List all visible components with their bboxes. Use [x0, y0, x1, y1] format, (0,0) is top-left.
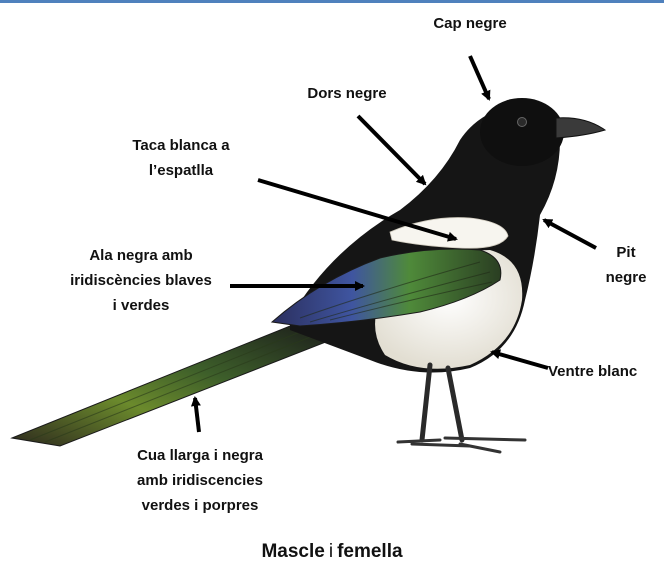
wing	[270, 248, 502, 327]
arrow-taca	[257, 178, 458, 242]
label-pit-line2: negre	[605, 269, 647, 286]
label-cap-negre: Cap negre	[410, 11, 530, 36]
label-ventre-blanc: Ventre blanc	[548, 359, 664, 384]
label-pit-negre: Pit negre	[596, 240, 656, 290]
caption-part1: Mascle	[261, 541, 325, 562]
label-ala-line3: i verdes	[112, 297, 170, 314]
label-cua-line2: amb iridiscencies	[137, 472, 263, 489]
head	[480, 98, 564, 166]
caption-conj: i	[328, 541, 334, 562]
label-cua-llarga: Cua llarga i negra amb iridiscencies ver…	[110, 443, 290, 518]
arrow-ventre	[490, 349, 549, 370]
label-cua-line1: Cua llarga i negra	[137, 447, 263, 464]
feet	[396, 436, 527, 454]
label-ventre-text: Ventre blanc	[548, 363, 638, 380]
label-ala-line1: Ala negra amb	[89, 247, 193, 264]
tail-feather-lines	[29, 327, 319, 443]
label-cap-text: Cap negre	[433, 15, 507, 32]
label-dors-negre: Dors negre	[282, 81, 412, 106]
beak	[555, 117, 607, 139]
arrow-cap	[468, 55, 491, 101]
label-ala-line2: iridiscències blaves	[70, 272, 212, 289]
arrow-cua	[190, 396, 201, 433]
arrow-pit	[542, 218, 597, 250]
wing-feather-lines	[299, 261, 493, 323]
label-pit-line1: Pit	[616, 244, 636, 261]
eye	[517, 117, 527, 127]
caption-part2: femella	[337, 541, 403, 562]
label-taca-line2: l’espatlla	[148, 162, 214, 179]
label-ala-negra: Ala negra amb iridiscències blaves i ver…	[46, 243, 236, 318]
label-dors-text: Dors negre	[307, 85, 387, 102]
label-taca-line1: Taca blanca a	[132, 137, 230, 154]
label-taca-blanca: Taca blanca a l’espatlla	[96, 133, 266, 183]
arrow-dors	[356, 114, 427, 186]
legs	[419, 362, 465, 443]
top-accent-bar	[0, 0, 664, 3]
label-cua-line3: verdes i porpres	[141, 497, 259, 514]
